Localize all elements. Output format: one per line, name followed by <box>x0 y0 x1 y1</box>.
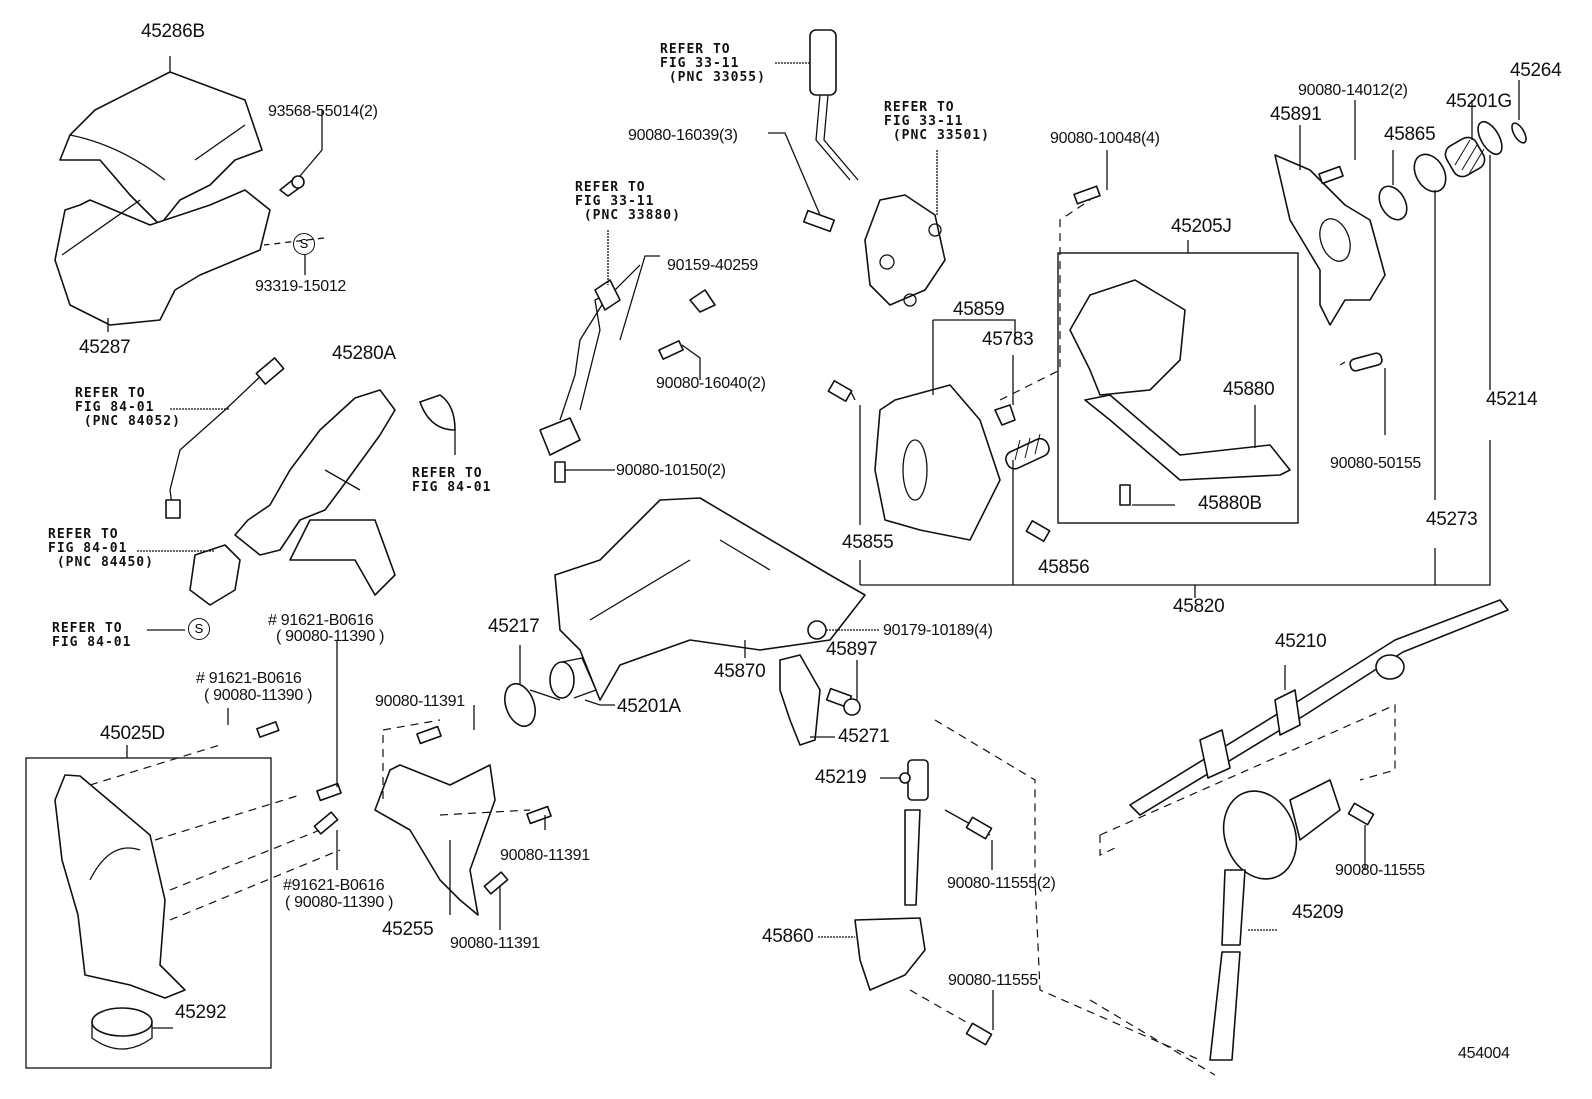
collar-45273-part <box>1413 153 1447 193</box>
label-90080-11555-2: 90080-11555(2) <box>947 875 1056 892</box>
spring-45201G-part <box>1444 136 1486 178</box>
ref-fig-33-11-pnc-33501: REFER TO FIG 33-11 (PNC 33501) <box>884 100 990 143</box>
label-90080-11390-a: ( 90080-11390 ) <box>276 628 385 645</box>
label-45264: 45264 <box>1510 60 1562 81</box>
label-90080-11391-c: 90080-11391 <box>450 935 540 952</box>
label-45856: 45856 <box>1038 557 1090 578</box>
label-90080-11555-b: 90080-11555 <box>1335 862 1425 879</box>
label-45870: 45870 <box>714 661 766 682</box>
label-90080-50155: 90080-50155 <box>1330 455 1422 472</box>
column-housing-part <box>234 389 396 596</box>
label-45217: 45217 <box>488 616 540 637</box>
lock-bar-45205J-part <box>1069 279 1291 481</box>
snap-ring-45264-part <box>1511 122 1527 144</box>
label-45287: 45287 <box>79 337 131 358</box>
label-90080-16040: 90080-16040(2) <box>656 375 766 392</box>
spring-part <box>1005 433 1050 470</box>
column-bracket-45870-part <box>554 497 866 701</box>
column-cover-boot-part <box>54 774 186 999</box>
ref-fig-84-01-s: REFER TO FIG 84-01 <box>52 621 132 650</box>
label-45273: 45273 <box>1426 509 1478 530</box>
label-93568-55014: 93568-55014(2) <box>268 103 378 120</box>
intermediate-shaft-45209-part <box>1209 779 1341 1061</box>
bolt-90080-11391-b-part <box>526 805 552 825</box>
label-93319-15012: 93319-15012 <box>255 278 347 295</box>
symbol-s-marker-2: S <box>188 618 210 640</box>
label-45205J: 45205J <box>1171 216 1232 237</box>
label-90080-14012: 90080-14012(2) <box>1298 82 1408 99</box>
ref-fig-33-11-pnc-33880: REFER TO FIG 33-11 (PNC 33880) <box>575 180 681 223</box>
label-90080-11391-a: 90080-11391 <box>375 693 465 710</box>
washer-45214-part <box>1477 120 1503 156</box>
label-45286B: 45286B <box>141 21 205 42</box>
bolt-91621-c-part <box>313 811 339 835</box>
main-shaft-45210-part <box>1129 599 1509 816</box>
bolt-91621-a-part <box>256 721 280 738</box>
part-45271 <box>779 654 821 746</box>
shaft-45860-part <box>854 809 926 991</box>
label-45255: 45255 <box>382 919 434 940</box>
label-45859: 45859 <box>953 299 1005 320</box>
label-45865: 45865 <box>1384 124 1436 145</box>
bracket-45255-part <box>374 764 496 916</box>
lower-column-cover-part <box>54 189 271 326</box>
label-45025D: 45025D <box>100 723 165 744</box>
label-45820: 45820 <box>1173 596 1225 617</box>
switch-84450-part <box>189 544 241 606</box>
label-45209: 45209 <box>1292 902 1344 923</box>
label-90080-10150: 90080-10150(2) <box>616 462 726 479</box>
label-45214: 45214 <box>1486 389 1538 410</box>
ring-45865-part <box>1378 185 1408 221</box>
label-90080-11555-a: 90080-11555 <box>948 972 1038 989</box>
label-45897: 45897 <box>826 639 878 660</box>
figure-code: 454004 <box>1458 1045 1510 1062</box>
label-45860: 45860 <box>762 926 814 947</box>
shift-bracket-33501-part <box>864 194 946 307</box>
spring-90080-50155-part <box>1339 352 1383 372</box>
label-91621-b0616-b: # 91621-B0616 <box>196 670 302 687</box>
ref-fig-84-01-pnc-84450: REFER TO FIG 84-01 (PNC 84450) <box>48 527 154 570</box>
seal-45292-part <box>91 1007 153 1050</box>
label-45271: 45271 <box>838 726 890 747</box>
part-45217 <box>504 682 561 728</box>
label-90080-16039: 90080-16039(3) <box>628 127 738 144</box>
label-45855: 45855 <box>842 532 894 553</box>
label-45201G: 45201G <box>1446 91 1512 112</box>
label-45292: 45292 <box>175 1002 227 1023</box>
part-group-box-45205J <box>1057 252 1299 524</box>
joint-45219-part <box>899 759 929 801</box>
screw-93568-part <box>279 175 305 197</box>
label-90080-11390-b: ( 90080-11390 ) <box>204 687 313 704</box>
bracket-45891-part <box>1274 154 1386 326</box>
label-90080-11390-c: ( 90080-11390 ) <box>285 894 394 911</box>
part-group-box-45025D <box>25 757 272 1069</box>
label-91621-b0616-c: #91621-B0616 <box>283 877 385 894</box>
bolt-90080-11391-c-part <box>483 871 509 895</box>
shift-lever-part <box>809 29 859 181</box>
label-45219: 45219 <box>815 767 867 788</box>
label-45201A: 45201A <box>617 696 681 717</box>
upper-column-cover-part <box>59 71 263 226</box>
label-45880: 45880 <box>1223 379 1275 400</box>
ref-fig-33-11-pnc-33055: REFER TO FIG 33-11 (PNC 33055) <box>660 42 766 85</box>
lock-housing-45859-part <box>874 384 1001 541</box>
label-45210: 45210 <box>1275 631 1327 652</box>
label-45891: 45891 <box>1270 104 1322 125</box>
bearing-45201A-part <box>549 657 597 699</box>
label-90080-11391-b: 90080-11391 <box>500 847 590 864</box>
symbol-s-marker: S <box>293 233 315 255</box>
ref-fig-84-01-clip: REFER TO FIG 84-01 <box>412 466 492 495</box>
label-91621-b0616-a: # 91621-B0616 <box>268 612 374 629</box>
label-45280A: 45280A <box>332 343 396 364</box>
label-90159-40259: 90159-40259 <box>667 257 759 274</box>
label-90179-10189: 90179-10189(4) <box>883 622 993 639</box>
ref-fig-84-01-pnc-84052: REFER TO FIG 84-01 (PNC 84052) <box>75 386 181 429</box>
label-45783: 45783 <box>982 329 1034 350</box>
bolt-91621-b-part <box>316 782 342 802</box>
bolt-90080-11391-a-part <box>416 725 442 745</box>
label-90080-10048: 90080-10048(4) <box>1050 130 1160 147</box>
label-45880B: 45880B <box>1198 493 1262 514</box>
